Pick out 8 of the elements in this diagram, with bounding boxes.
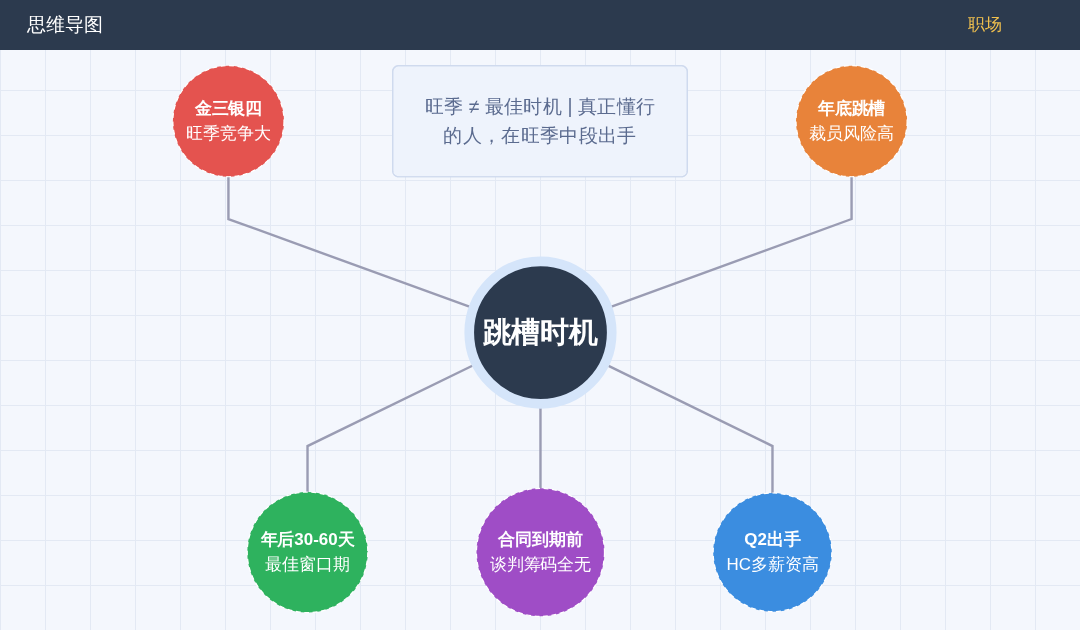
node-circle: 跳槽时机	[464, 256, 617, 409]
node-circle: 年底跳槽 裁员风险高	[795, 65, 908, 178]
category-label: 职场	[968, 14, 1002, 36]
node-circle: 金三银四 旺季竞争大	[172, 65, 285, 178]
node-circle: 合同到期前 谈判筹码全无	[475, 487, 606, 617]
title: 思维导图	[27, 13, 103, 37]
node-circle: 年后30-60天 最佳窗口期	[246, 491, 369, 614]
node-circle: Q2出手 HC多薪资高	[712, 492, 833, 613]
